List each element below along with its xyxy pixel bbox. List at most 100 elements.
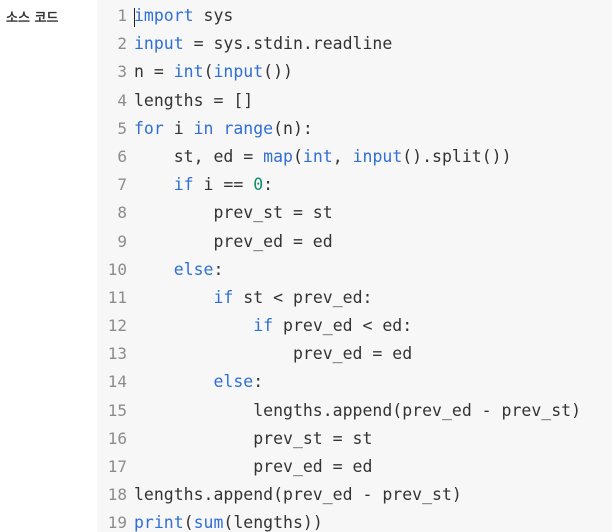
line-text: prev_ed = ed [134,228,612,256]
code-line[interactable]: 7 if i == 0: [97,171,612,199]
line-text: input = sys.stdin.readline [134,30,612,58]
line-number: 19 [107,513,127,532]
code-line[interactable]: 1 import sys [97,2,612,30]
builtin-token: map [263,146,293,166]
code-token: lengths.append(prev_ed - prev_st) [134,400,582,420]
code-token: (lengths)) [223,513,323,532]
code-token: : [253,372,264,392]
line-number: 7 [117,175,127,195]
code-line[interactable]: 15 lengths.append(prev_ed - prev_st) [97,397,612,425]
code-token: : [263,175,274,195]
source-code-label: 소스 코드 [6,11,59,26]
line-text: prev_st = st [134,425,612,453]
code-token: prev_ed < ed: [273,316,413,336]
line-number: 8 [117,203,127,223]
line-number: 17 [107,457,127,476]
code-token [214,119,224,138]
line-number: 18 [107,485,127,505]
code-line[interactable]: 16 prev_st = st [97,425,612,453]
line-number: 6 [117,146,127,166]
code-line[interactable]: 6 st, ed = map(int, input().split()) [97,143,612,171]
code-line[interactable]: 13 prev_ed = ed [97,340,612,368]
code-line[interactable]: 14 else: [97,368,612,396]
line-text: if i == 0: [134,171,612,199]
builtin-token: print [134,513,184,532]
code-token: st < prev_ed: [233,287,373,307]
code-line[interactable]: 5 for i in range(n): [97,115,612,143]
line-text: prev_st = st [134,199,612,227]
code-line[interactable]: 8 prev_st = st [97,199,612,227]
builtin-token: range [223,118,274,138]
code-token: ( [203,62,214,82]
code-token: ( [292,146,303,166]
keyword-token: import [134,6,194,25]
code-line[interactable]: 18 lengths.append(prev_ed - prev_st) [97,481,612,509]
code-token: ().split()) [402,146,512,166]
keyword-token: if [173,175,194,195]
keyword-token: if [213,287,234,307]
code-line[interactable]: 17 prev_ed = ed [97,453,612,481]
code-token [134,260,174,279]
line-number: 3 [117,62,127,82]
line-number: 11 [107,287,127,307]
line-text: n = int(input()) [134,58,612,86]
code-token: sys [193,6,234,25]
line-text: prev_ed = ed [134,453,612,481]
code-token: st, ed = [134,146,264,166]
keyword-token: else [213,372,254,392]
line-text: else: [134,368,612,396]
line-number: 9 [117,231,127,251]
line-text: lengths.append(prev_ed - prev_st) [134,397,612,425]
builtin-token: input [213,62,264,82]
line-text: lengths = [] [134,87,612,115]
line-text: else: [134,256,612,284]
code-token: = sys.stdin.readline [183,34,393,54]
line-text: if st < prev_ed: [134,284,612,312]
code-token: prev_st = st [134,428,373,448]
line-number: 2 [117,34,127,54]
code-token: lengths = [] [134,90,254,110]
line-text: lengths.append(prev_ed - prev_st) [134,481,612,509]
line-text: if prev_ed < ed: [134,312,612,340]
line-number: 12 [107,316,127,336]
code-line[interactable]: 9 prev_ed = ed [97,228,612,256]
code-line[interactable]: 12 if prev_ed < ed: [97,312,612,340]
code-line[interactable]: 19 print(sum(lengths)) [97,509,612,532]
line-text: st, ed = map(int, input().split()) [134,143,612,171]
code-token: prev_ed = ed [134,344,413,364]
code-token: prev_ed = ed [134,231,333,251]
code-line[interactable]: 11 if st < prev_ed: [97,284,612,312]
code-token [134,372,213,391]
line-text: prev_ed = ed [134,340,612,368]
line-text: print(sum(lengths)) [134,509,612,532]
code-token: (n): [273,118,313,138]
line-text: for i in range(n): [134,115,612,143]
line-number: 5 [117,118,127,138]
code-token [134,288,213,307]
code-token [134,175,174,194]
builtin-token: input [134,34,184,54]
code-token: n = [134,62,174,82]
builtin-token: int [302,146,333,166]
code-token: prev_st = st [134,203,333,223]
code-line[interactable]: 2 input = sys.stdin.readline [97,30,612,58]
code-token: , [332,146,353,166]
code-token: prev_ed = ed [134,457,373,476]
code-line[interactable]: 3 n = int(input()) [97,58,612,86]
number-token: 0 [253,175,264,195]
line-number: 10 [107,259,127,279]
code-token: ()) [263,62,293,82]
code-token: i == [193,175,254,195]
builtin-token: sum [193,513,224,532]
code-line[interactable]: 10 else: [97,256,612,284]
builtin-token: int [173,62,204,82]
code-token [134,316,253,335]
line-number: 16 [107,428,127,448]
text-cursor [134,8,135,27]
keyword-token: in [193,118,214,138]
line-number: 1 [117,6,127,25]
code-token: ( [183,513,194,532]
